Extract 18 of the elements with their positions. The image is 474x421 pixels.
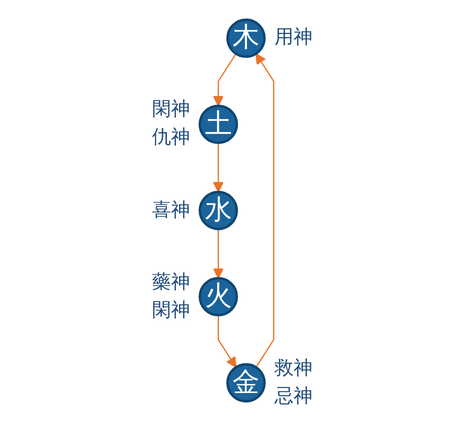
node-caption: 喜神 <box>152 200 190 222</box>
node-caption: 仇神 <box>152 127 190 150</box>
node-caption: 用神 <box>274 27 313 50</box>
node-caption: 閑神 <box>152 300 190 322</box>
node-caption: 閑神 <box>152 99 190 122</box>
element-circle: 金 <box>226 363 266 403</box>
element-circle: 水 <box>198 190 238 230</box>
arrow <box>213 228 224 279</box>
arrow <box>213 142 224 193</box>
arrow <box>213 53 237 106</box>
element-circle: 木 <box>226 18 266 58</box>
element-circle: 土 <box>198 104 238 144</box>
node-caption: 救神 <box>274 358 313 380</box>
element-circle: 火 <box>198 276 238 316</box>
node-caption: 忌神 <box>274 386 313 408</box>
arrow <box>218 315 237 368</box>
node-caption: 藥神 <box>152 272 190 294</box>
arrow <box>256 53 275 368</box>
